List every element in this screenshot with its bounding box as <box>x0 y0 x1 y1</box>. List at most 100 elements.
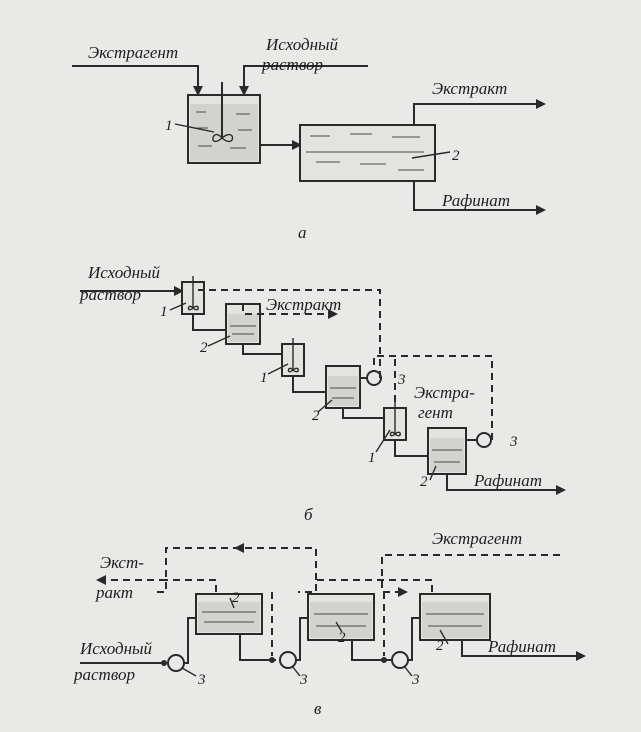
stage2-recycle-line <box>198 289 381 378</box>
number-1-label: 1 <box>165 118 173 134</box>
leader-2-a <box>411 151 451 159</box>
extractant-label: Экстрагент <box>88 43 178 62</box>
vessel-c2-to-pump3 <box>351 640 392 661</box>
extractant-recycle-line <box>373 355 493 440</box>
extract-label: Экстракт <box>432 79 507 98</box>
raffinate-label-c: Рафинат <box>487 637 556 656</box>
vessel-c1-to-pump2 <box>239 634 276 661</box>
raffinate-label: Рафинат <box>441 191 510 210</box>
vessel-c3-liquid <box>422 602 488 638</box>
junction-c2 <box>269 657 275 663</box>
number-1-b3: 1 <box>368 450 376 466</box>
extract-label-c-line2: ракт <box>95 583 133 602</box>
raffinate-outlet-arrow-c <box>576 651 586 661</box>
number-3-b2: 3 <box>397 372 406 388</box>
feed-inlet-arrow <box>239 86 249 96</box>
number-1-b1: 1 <box>160 304 168 320</box>
settler-hatching <box>306 133 424 171</box>
number-2-c1: 2 <box>232 590 240 606</box>
extract-label-c-line1: Экст- <box>100 553 144 572</box>
stage2-to-stage3 <box>342 408 384 419</box>
mixer-liquid <box>190 104 258 161</box>
extract-outlet-arrow-c <box>96 575 106 585</box>
number-2-label: 2 <box>452 148 460 164</box>
raffinate-outlet-arrow-b <box>556 485 566 495</box>
raffinate-outlet-c <box>461 640 580 657</box>
junction-c1 <box>161 660 167 666</box>
number-2-b3: 2 <box>420 474 428 490</box>
leader-2-b1 <box>207 335 231 347</box>
leader-3-c3 <box>403 665 413 677</box>
feed-label-b-line1: Исходный <box>87 263 161 282</box>
extractant-inlet-line <box>72 65 199 92</box>
feed-inlet-line <box>243 65 368 92</box>
number-2-b2: 2 <box>312 408 320 424</box>
extract-outlet-line <box>413 103 540 125</box>
number-3-c2: 3 <box>299 672 308 688</box>
number-3-b3: 3 <box>509 434 518 450</box>
extractant-inlet-arrow <box>193 86 203 96</box>
settler-vessel <box>299 124 436 182</box>
extractant-inlet-arrow-c <box>398 587 408 597</box>
stage2-blade <box>287 367 299 373</box>
stage3-pump <box>476 432 492 448</box>
stage1-to-settler <box>192 314 226 331</box>
leader-2-c2 <box>335 621 343 633</box>
number-2-b1: 2 <box>200 340 208 356</box>
top-return-c <box>152 547 317 593</box>
pump-c1 <box>167 654 185 672</box>
leader-1-b2 <box>267 363 289 375</box>
scheme-c: Экстрагент Экст- ракт Исходный раствор Р… <box>73 529 586 718</box>
pump-c2 <box>279 651 297 669</box>
extract-recycle-c <box>298 579 433 593</box>
stage3-to-settler <box>394 440 428 457</box>
stirrer-blade <box>212 133 234 143</box>
stage1-to-stage2 <box>242 344 282 355</box>
leader-3-c2 <box>291 665 301 677</box>
caption-c: в <box>314 699 322 718</box>
junction-c3 <box>381 657 387 663</box>
scheme-b: Исходный раствор Экстракт Экстра- гент Р… <box>79 263 566 524</box>
extract-outlet-b <box>242 304 332 315</box>
number-1-b2: 1 <box>260 370 268 386</box>
feed-label-c-line2: раствор <box>73 665 135 684</box>
number-3-c1: 3 <box>197 672 206 688</box>
leader-2-c1 <box>229 597 235 609</box>
raffinate-outlet-line <box>413 181 540 211</box>
leader-2-b3 <box>429 465 437 481</box>
caption-b: б <box>304 505 313 524</box>
extract-outlet-arrow-b <box>328 309 338 319</box>
extract-label-b: Экстракт <box>266 295 341 314</box>
stage1-return-c <box>166 579 217 592</box>
caption-a: а <box>298 223 307 242</box>
pump-c3-to-vessel <box>408 617 420 661</box>
extractant-inlet-c <box>381 554 560 593</box>
stage1-settler-liquid <box>228 314 258 342</box>
raffinate-label-b: Рафинат <box>473 471 542 490</box>
extractant-label-b-line2: гент <box>418 403 453 422</box>
stage1-blade <box>187 305 199 311</box>
number-2-c3: 2 <box>436 638 444 654</box>
number-2-c2: 2 <box>338 630 346 646</box>
mixer-hatching <box>194 111 252 149</box>
extractant-label-c: Экстрагент <box>432 529 522 548</box>
leader-1-b1 <box>169 302 187 311</box>
scheme-a: Экстрагент Исходный раствор Экстракт Раф… <box>72 35 546 242</box>
feed-label-b-line2: раствор <box>79 285 141 304</box>
raffinate-outlet-b <box>446 474 560 491</box>
feed-inlet-arrow-b <box>174 286 184 296</box>
vessel-c1-liquid <box>198 602 260 632</box>
top-return-arrow-c <box>234 543 244 553</box>
stage3-blade <box>389 431 401 437</box>
leader-2-c3 <box>439 629 449 645</box>
feed-label-c-line1: Исходный <box>79 639 153 658</box>
extractant-label-b-line1: Экстра- <box>414 383 475 402</box>
raffinate-outlet-arrow <box>536 205 546 215</box>
leader-1-a <box>174 123 215 133</box>
stage2-settler-liquid <box>328 376 358 406</box>
feed-label-line2: раствор <box>261 55 323 74</box>
pump-c1-to-vessel <box>184 617 196 664</box>
stage2-pump <box>366 370 382 386</box>
leader-1-b3 <box>375 429 391 453</box>
